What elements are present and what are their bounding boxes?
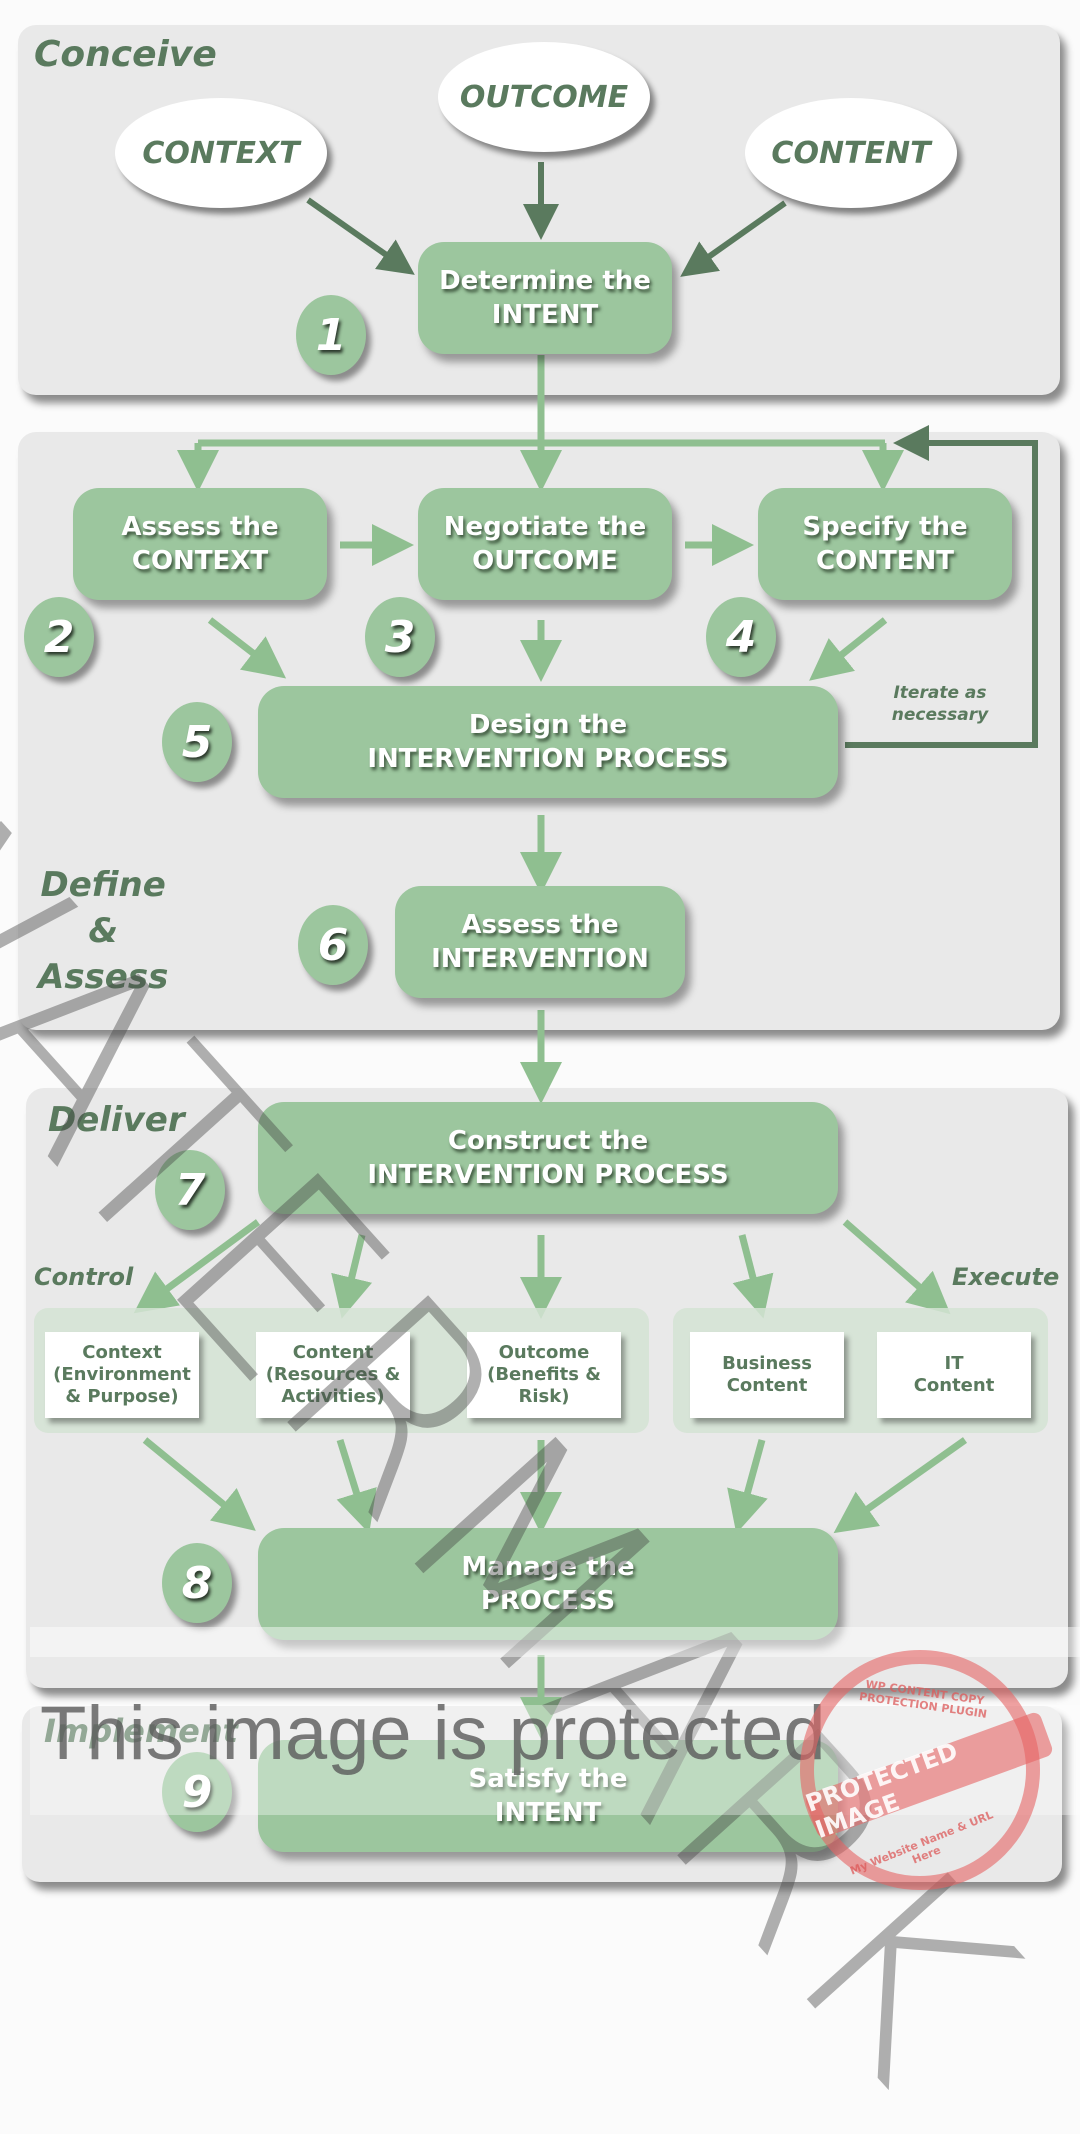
step-specify-content: Specify the CONTENT [758, 488, 1012, 600]
iterate-note: Iterate as necessary [880, 682, 1000, 726]
step-6-line1: Assess the [461, 910, 619, 940]
step-badge-2: 2 [24, 597, 94, 677]
step-badge-7: 7 [155, 1150, 225, 1230]
step-assess-intervention: Assess the INTERVENTION [395, 886, 685, 998]
stage-title-ampersand: & [88, 911, 118, 951]
card-line: & Purpose) [65, 1386, 179, 1407]
step-6-line2: INTERVENTION [431, 944, 649, 974]
step-8-line2: PROCESS [480, 1586, 616, 1616]
step-3-line2: OUTCOME [472, 546, 618, 576]
step-satisfy-intent: Satisfy the INTENT [258, 1740, 838, 1852]
step-5-line1: Design the [468, 710, 628, 740]
step-assess-context: Assess the CONTEXT [73, 488, 327, 600]
input-content-oval: CONTENT [745, 98, 957, 208]
stage-title-assess: Assess [38, 957, 169, 997]
step-manage-process: Manage the PROCESS [258, 1528, 838, 1640]
control-label: Control [34, 1263, 134, 1291]
stamp-band-text: PROTECTED IMAGE [802, 1710, 1055, 1844]
iterate-note-line2: necessary [891, 705, 989, 725]
card-line: Content [292, 1342, 374, 1363]
step-badge-4: 4 [706, 597, 776, 677]
stage-title-deliver: Deliver [48, 1100, 185, 1140]
step-design-intervention: Design the INTERVENTION PROCESS [258, 686, 838, 798]
step-3-line1: Negotiate the [443, 512, 647, 542]
card-line: Context [82, 1342, 162, 1363]
card-line: Activities) [281, 1386, 385, 1407]
step-4-line2: CONTENT [816, 546, 954, 576]
step-5-line2: INTERVENTION PROCESS [367, 744, 729, 774]
card-line: IT [944, 1353, 964, 1374]
stage-title-define-assess: Define & Assess [38, 862, 168, 1000]
control-card-context: Context(Environment& Purpose) [45, 1332, 199, 1418]
execute-label: Execute [952, 1263, 1060, 1291]
step-2-line2: CONTEXT [131, 546, 269, 576]
card-line: Business [722, 1353, 812, 1374]
step-1-line2: INTENT [491, 300, 599, 330]
step-4-line1: Specify the [802, 512, 968, 542]
step-badge-5: 5 [162, 702, 232, 782]
step-badge-9: 9 [162, 1752, 232, 1832]
card-line: Content [913, 1375, 995, 1396]
step-badge-3: 3 [365, 597, 435, 677]
step-1-line1: Determine the [439, 266, 651, 296]
stage-title-conceive: Conceive [34, 34, 217, 75]
step-badge-1: 1 [296, 295, 366, 375]
step-badge-8: 8 [162, 1543, 232, 1623]
step-9-line1: Satisfy the [468, 1764, 628, 1794]
stage-title-define: Define [40, 865, 166, 905]
iterate-note-line1: Iterate as [893, 683, 987, 703]
card-line: Content [726, 1375, 808, 1396]
step-construct-intervention: Construct the INTERVENTION PROCESS [258, 1102, 838, 1214]
protected-notice: This image is protected [40, 1691, 826, 1776]
step-8-line1: Manage the [461, 1552, 635, 1582]
protected-stamp: WP CONTENT COPY PROTECTION PLUGIN PROTEC… [800, 1650, 1055, 1890]
step-7-line1: Construct the [447, 1126, 649, 1156]
card-line: (Environment [53, 1364, 191, 1385]
step-9-line2: INTENT [494, 1798, 602, 1828]
control-card-outcome: Outcome(Benefits &Risk) [467, 1332, 621, 1418]
step-negotiate-outcome: Negotiate the OUTCOME [418, 488, 672, 600]
step-badge-6: 6 [298, 905, 368, 985]
input-context-oval: CONTEXT [115, 98, 327, 208]
card-line: (Benefits & [487, 1364, 601, 1385]
step-determine-intent: Determine the INTENT [418, 242, 672, 354]
stamp-top-text: WP CONTENT COPY PROTECTION PLUGIN [858, 1677, 988, 1721]
step-7-line2: INTERVENTION PROCESS [367, 1160, 729, 1190]
input-outcome-oval: OUTCOME [438, 42, 650, 152]
control-card-content: Content(Resources &Activities) [256, 1332, 410, 1418]
step-2-line1: Assess the [121, 512, 279, 542]
stage-title-implement: Implement [44, 1712, 238, 1750]
card-line: Outcome [498, 1342, 590, 1363]
card-line: (Resources & [265, 1364, 401, 1385]
card-line: Risk) [518, 1386, 570, 1407]
